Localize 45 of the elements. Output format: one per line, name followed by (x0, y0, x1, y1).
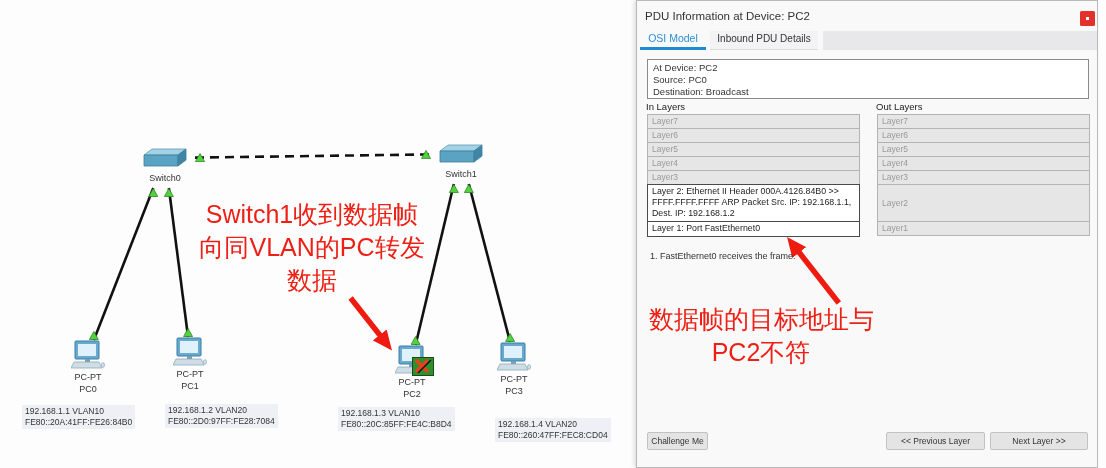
address-note: 192.168.1.4 VLAN20 (498, 419, 578, 430)
device-label: PC-PT (500, 373, 528, 385)
address-note: 192.168.1.1 VLAN10 (25, 406, 105, 417)
window-title: PDU Information at Device: PC2 (645, 10, 810, 22)
network-link (88, 187, 159, 341)
device-label: PC-PT (398, 376, 426, 388)
tab: OSI Model (640, 31, 706, 50)
pointer-arrow (348, 296, 392, 351)
device-label: PC0 (79, 383, 97, 395)
layer-field: Layer 1: Port FastEthernet0 (647, 221, 860, 237)
info-line: Source: PC0 (653, 74, 708, 86)
previous-layer-button: << Previous Layer (886, 432, 985, 450)
address-note: FE80::2D0:97FF:FE28:7084 (168, 416, 275, 427)
device-label: PC-PT (176, 368, 204, 380)
challenge-button: Challenge Me (647, 432, 708, 450)
address-note: FE80::260:47FF:FEC8:CD04 (498, 430, 608, 441)
address-note: 192.168.1.3 VLAN10 (341, 408, 421, 419)
annotation-text: 数据帧的目标地址与PC2不符 (640, 303, 882, 373)
layer-field: Layer1 (877, 221, 1090, 236)
status-text: 1. FastEthernet0 receives the frame. (650, 251, 796, 261)
device-label: Switch1 (445, 168, 477, 180)
tab: Inbound PDU Details (710, 31, 818, 50)
section-heading: In Layers (646, 101, 686, 112)
next-layer-button: Next Layer >> (990, 432, 1088, 450)
device-label: PC3 (505, 385, 523, 397)
annotation-text: Switch1收到数据帧向同VLAN的PC转发数据 (196, 198, 428, 298)
layer-field: Layer 2: Ethernet II Header 000A.4126.84B0 >> FFFF.FFFF.FFFF ARP Packet Src. IP: 192.168.1.1, Dest. IP: 192.168.1.2 (647, 184, 860, 222)
network-link (163, 187, 193, 338)
network-link (463, 183, 515, 343)
device-label: PC1 (181, 380, 199, 392)
layer-field: Layer2 (877, 184, 1090, 222)
address-note: FE80::20A:41FF:FE26:84B0 (25, 417, 133, 428)
info-panel (647, 59, 1089, 99)
device-label: PC2 (403, 388, 421, 400)
info-line: At Device: PC2 (653, 62, 719, 74)
address-note: FE80::20C:85FF:FE4C:B8D4 (341, 419, 452, 430)
network-link (194, 150, 431, 162)
network-link (410, 183, 459, 346)
device-label: Switch0 (149, 172, 181, 184)
device-label: PC-PT (74, 371, 102, 383)
address-note: 192.168.1.2 VLAN20 (168, 405, 248, 416)
info-line: Destination: Broadcast (653, 86, 750, 98)
section-heading: Out Layers (876, 101, 923, 112)
pointer-arrow (787, 237, 841, 305)
dialog-window (636, 0, 1098, 468)
